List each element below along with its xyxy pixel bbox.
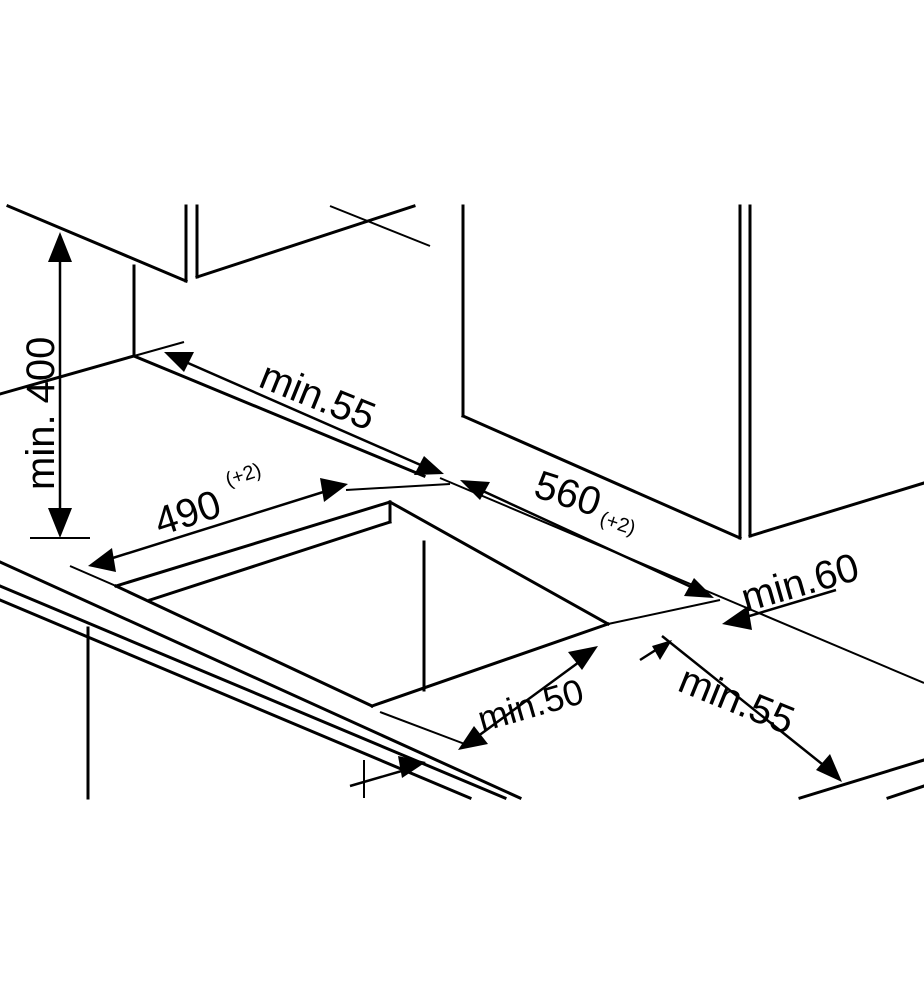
wall-cabinet xyxy=(6,204,431,283)
label-490: 490 xyxy=(149,482,226,544)
dimension-490 xyxy=(69,478,348,587)
dimension-min55-right xyxy=(661,635,842,782)
label-560-tolerance: (+2) xyxy=(597,508,638,540)
label-min50: min.50 xyxy=(473,670,588,739)
label-560-group: 560 (+2) xyxy=(529,463,638,540)
dimension-min50 xyxy=(458,640,672,750)
dimension-min60 xyxy=(722,588,837,630)
worktop-cutout xyxy=(114,499,611,747)
dimension-560 xyxy=(460,480,721,625)
worktop xyxy=(0,477,924,800)
label-min60: min.60 xyxy=(736,545,864,620)
dimension-front xyxy=(349,756,426,798)
label-min400: min. 400 xyxy=(19,337,63,490)
label-490-tolerance: (+2) xyxy=(223,459,264,491)
label-490-group: 490 (+2) xyxy=(149,459,264,544)
tall-cabinet xyxy=(461,204,924,540)
label-min55-right: min.55 xyxy=(673,658,801,744)
back-wall xyxy=(0,264,426,478)
dimension-min55-top xyxy=(133,341,451,491)
label-560: 560 xyxy=(529,463,606,525)
dimension-min400 xyxy=(30,232,90,539)
label-min55-top: min.55 xyxy=(254,354,382,440)
